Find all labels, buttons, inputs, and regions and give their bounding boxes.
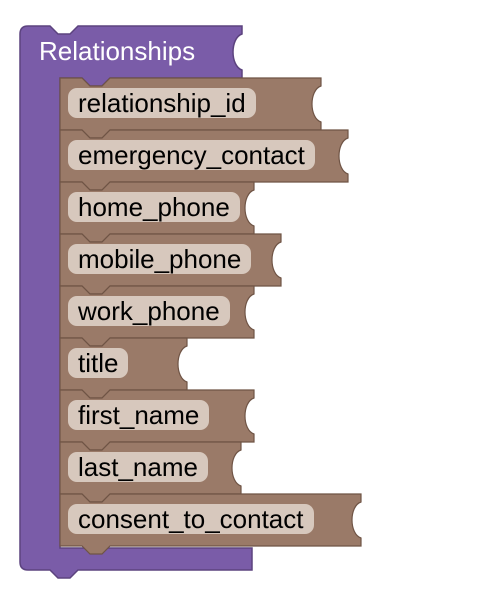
field-label-pill[interactable]: title [68,348,129,378]
field-label-pill[interactable]: relationship_id [68,88,256,118]
relationships-container-block[interactable] [19,25,253,579]
field-label-pill[interactable]: first_name [68,400,210,430]
field-label-pill[interactable]: last_name [68,452,208,482]
field-label-pill[interactable]: emergency_contact [68,140,315,170]
field-label-pill[interactable]: mobile_phone [68,244,252,274]
field-label-pill[interactable]: work_phone [68,296,230,326]
field-label-pill[interactable]: home_phone [68,192,240,222]
relationships-block-label: Relationships [39,36,196,66]
field-label-pill[interactable]: consent_to_contact [68,504,314,534]
